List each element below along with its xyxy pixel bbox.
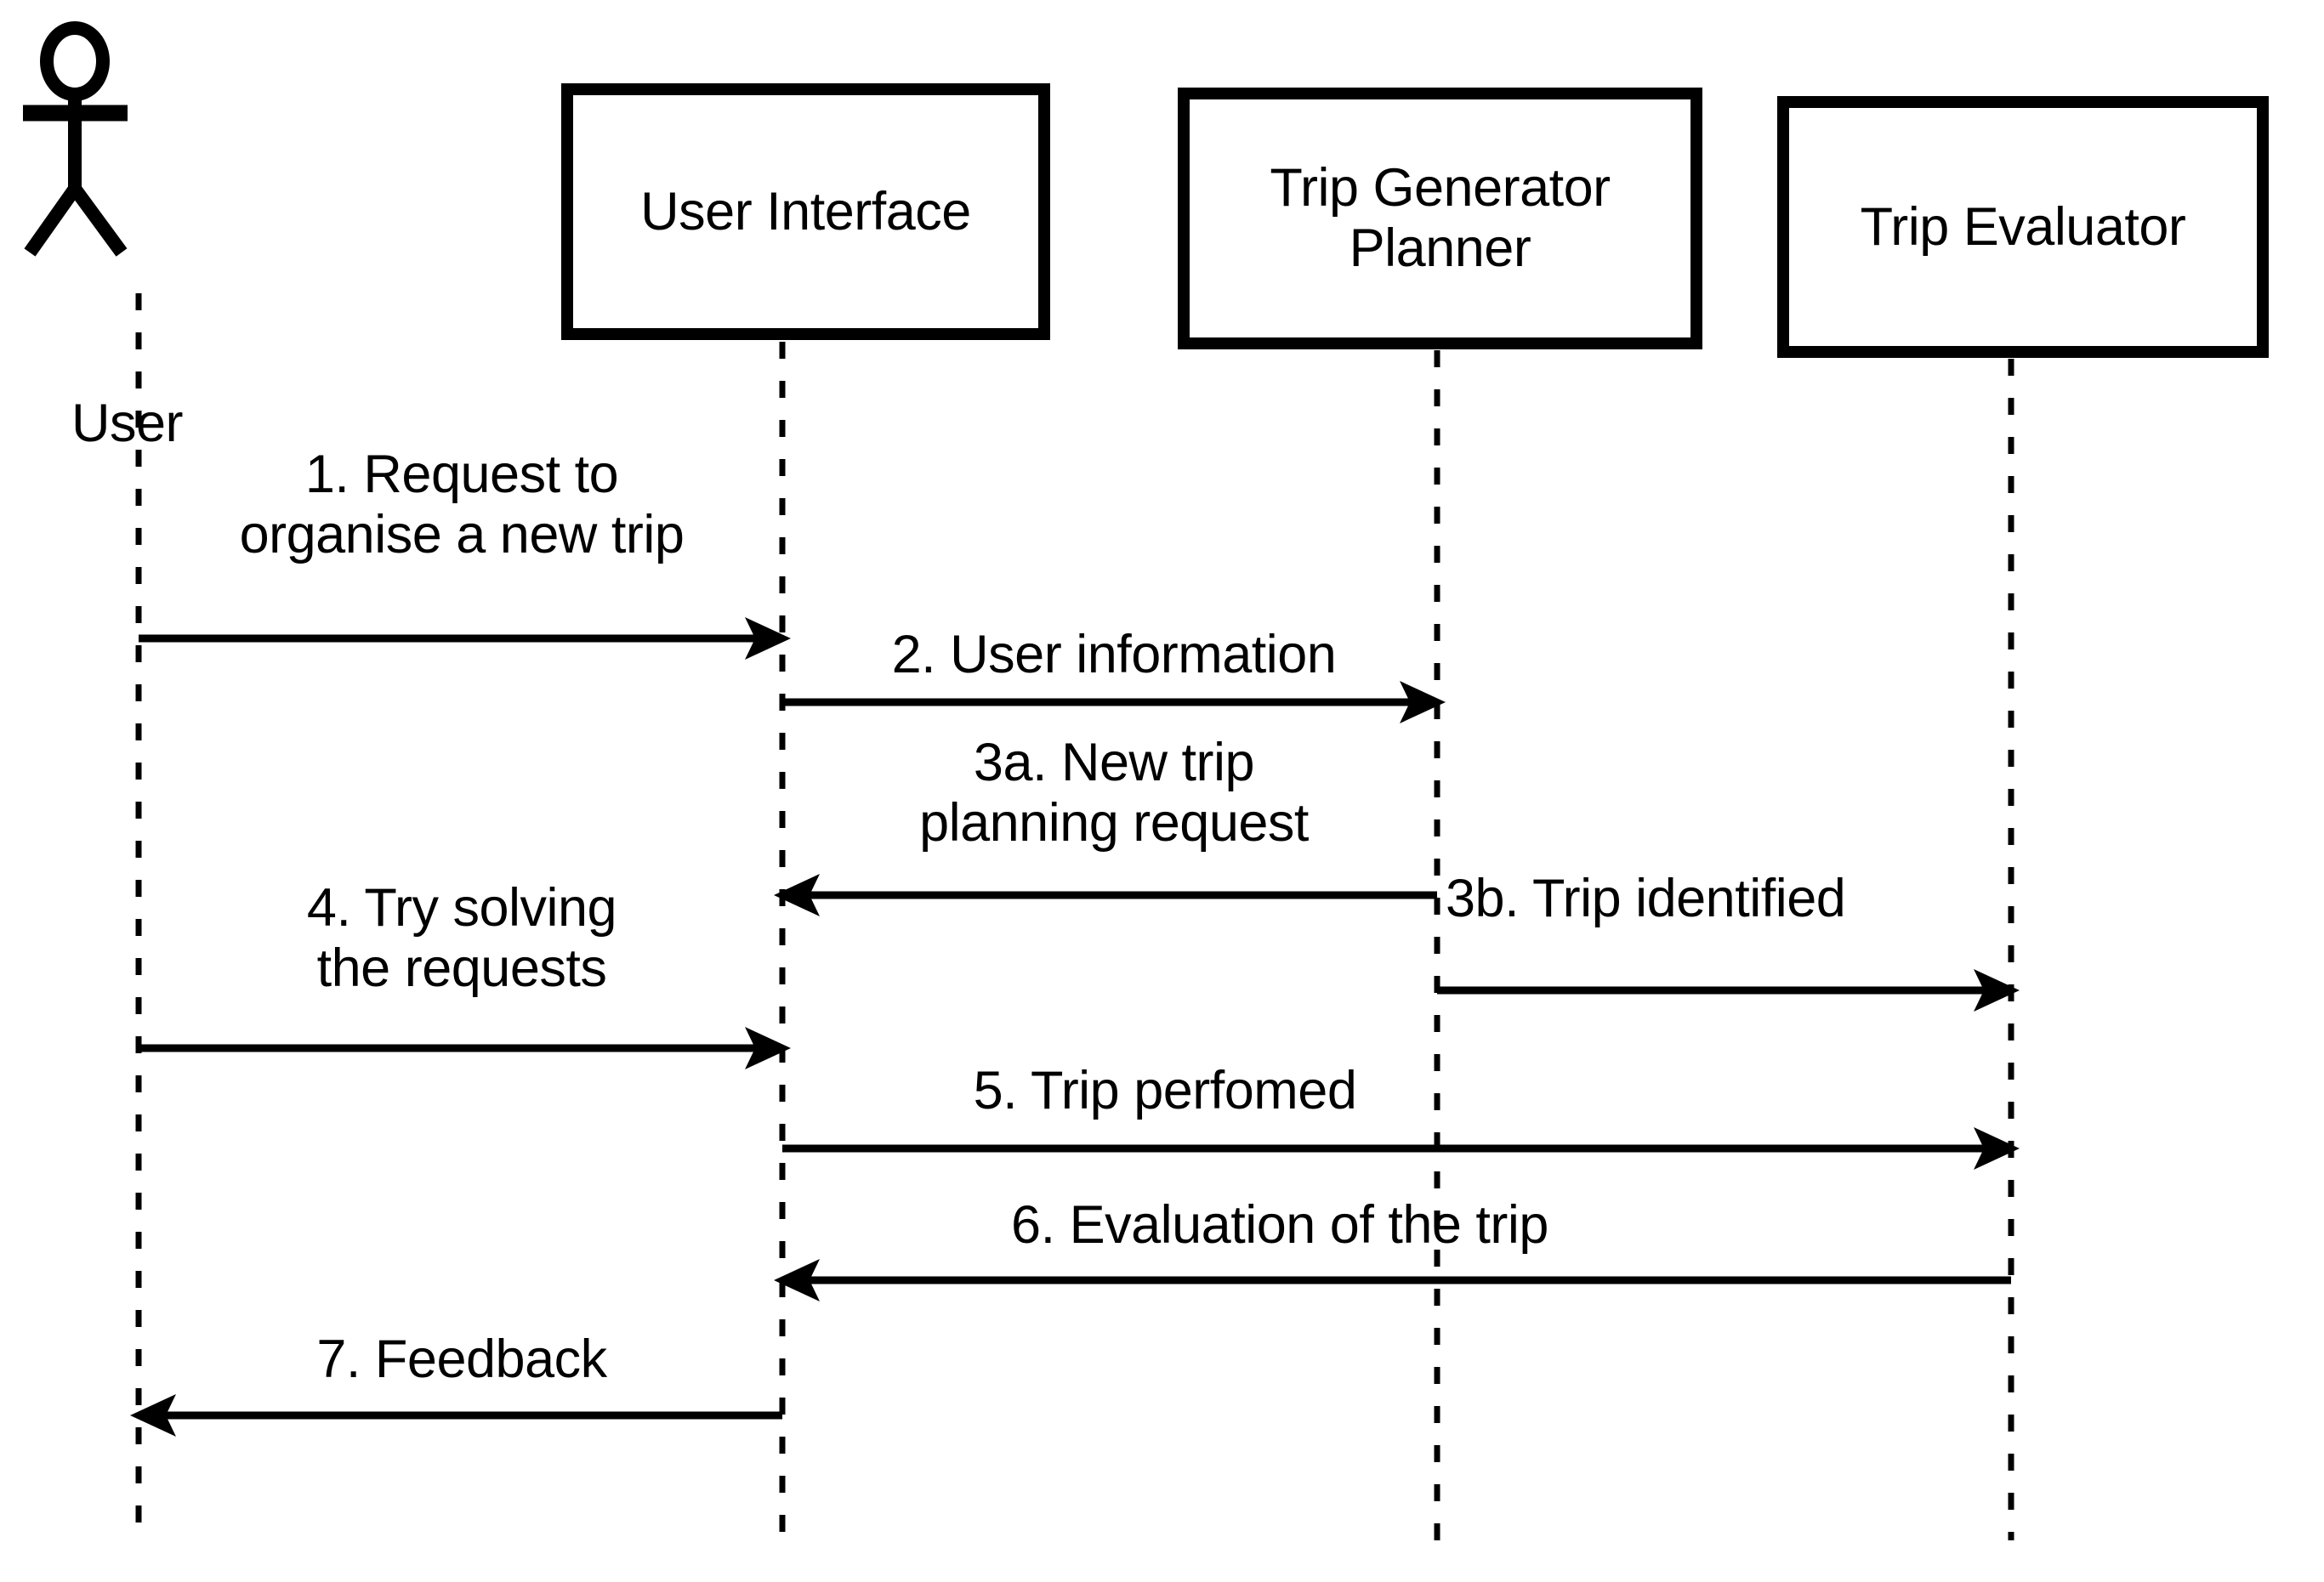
message-arrow-6 — [774, 1259, 2011, 1301]
message-label-6: 6. Evaluation of the trip — [1011, 1195, 1548, 1255]
message-label-5: 5. Trip perfomed — [973, 1061, 1357, 1120]
message-arrow-4 — [139, 1027, 791, 1069]
message-arrow-3b — [1437, 969, 2020, 1012]
stick-figure-actor-icon — [23, 21, 128, 257]
message-arrow-3a — [774, 874, 1437, 916]
message-label-3b: 3b. Trip identified — [1446, 869, 1846, 928]
message-label-2: 2. User information — [891, 625, 1337, 684]
message-label-7: 7. Feedback — [316, 1330, 607, 1389]
message-label-1: 1. Request to organise a new trip — [239, 445, 685, 565]
message-arrow-7 — [130, 1394, 782, 1437]
participant-box-trip-generator-planner[interactable]: Trip Generator Planner — [1178, 88, 1702, 349]
message-arrow-5 — [782, 1127, 2020, 1170]
actor-label-user: User — [71, 394, 184, 453]
message-label-4: 4. Try solving the requests — [306, 878, 617, 999]
message-arrow-1 — [139, 617, 791, 660]
participant-box-trip-evaluator[interactable]: Trip Evaluator — [1777, 96, 2269, 358]
message-arrow-2 — [782, 681, 1446, 723]
message-label-3a: 3a. New trip planning request — [919, 733, 1309, 853]
participant-box-user-interface[interactable]: User Interface — [561, 83, 1050, 340]
